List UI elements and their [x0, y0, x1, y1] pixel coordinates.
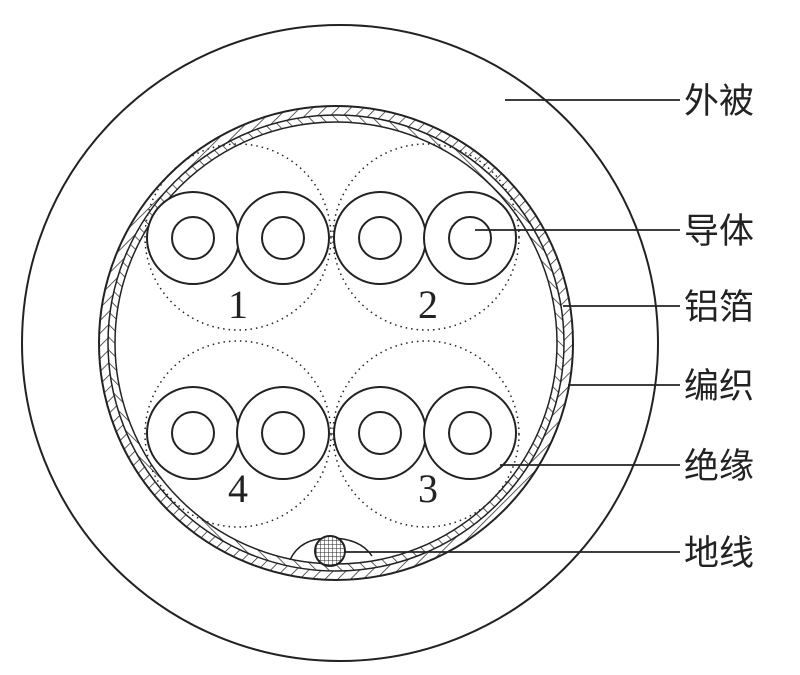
conductor-3b: [448, 411, 492, 455]
label-foil: 铝箔: [684, 288, 754, 328]
label-conductor: 导体: [684, 212, 754, 252]
conductor-2b: [448, 216, 492, 260]
pair-envelope-2: [332, 143, 520, 331]
pair-envelope-4: [144, 340, 332, 528]
conductor-3a: [358, 411, 402, 455]
conductor-4b: [261, 411, 305, 455]
conductor-1b: [261, 216, 305, 260]
pair-number-3: 3: [418, 466, 438, 511]
drain-wire: [314, 535, 346, 567]
pair-envelope-3: [332, 340, 520, 528]
conductor-1a: [171, 216, 215, 260]
pair-number-4: 4: [228, 466, 248, 511]
pair-envelope-1: [144, 143, 332, 331]
label-drain: 地线: [684, 534, 754, 574]
label-braid: 编织: [684, 367, 754, 407]
label-insulation: 绝缘: [684, 447, 754, 487]
conductor-2a: [358, 216, 402, 260]
label-jacket: 外被: [684, 82, 754, 122]
conductor-4a: [171, 411, 215, 455]
inner-core-space: [114, 121, 558, 565]
pair-number-1: 1: [228, 282, 248, 327]
pair-number-2: 2: [418, 282, 438, 327]
